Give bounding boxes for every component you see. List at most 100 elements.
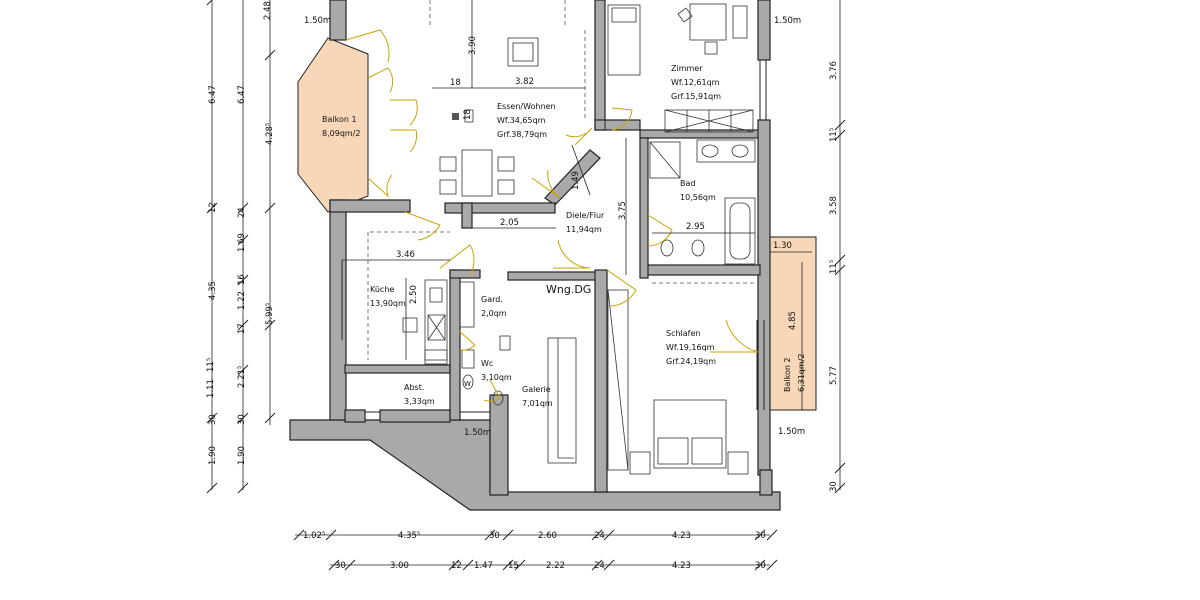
dim-382: 3.82 bbox=[515, 77, 534, 87]
left-dim: 1.90 bbox=[237, 446, 247, 465]
dim-205: 2.05 bbox=[500, 218, 519, 228]
left-dim: 1.11 bbox=[206, 379, 216, 398]
left-dim: 17 bbox=[237, 323, 247, 334]
dim-150-tl: 1.50m bbox=[304, 16, 331, 26]
right-dim: 11⁵ bbox=[829, 260, 839, 274]
schlafen-grf: Grf.24,19qm bbox=[666, 357, 716, 366]
left-dim: 12 bbox=[208, 202, 218, 213]
right-dim: 11⁵ bbox=[829, 128, 839, 142]
zimmer-wf: Wf.12,61qm bbox=[671, 78, 720, 87]
dim-485: 4.85 bbox=[788, 311, 798, 330]
bottom-dim: 1.02⁵ bbox=[303, 531, 325, 541]
gard-name: Gard. bbox=[481, 295, 503, 304]
outline-lines bbox=[289, 0, 767, 440]
wc-name: Wc bbox=[481, 359, 493, 368]
balcony-2 bbox=[769, 236, 817, 411]
right-dim: 3.76 bbox=[829, 61, 839, 80]
abst-area: 3,33qm bbox=[404, 397, 435, 406]
left-dimensions: 2.48 6.47 12 4.35 30 1.90 6.47 4.28⁵ 24 … bbox=[206, 1, 275, 465]
essen-grf: Grf.38,79qm bbox=[497, 130, 547, 139]
gard-area: 2,0qm bbox=[481, 309, 507, 318]
bottom-dim: 1.47 bbox=[474, 561, 493, 571]
dim-150-bm: 1.50m bbox=[464, 428, 491, 438]
dim-375: 3.75 bbox=[618, 201, 628, 220]
unit-label: Wng.DG bbox=[546, 283, 591, 296]
bottom-dim: 30 bbox=[755, 561, 766, 571]
bottom-dim: 4.23 bbox=[672, 561, 691, 571]
wc-w-marker: W bbox=[464, 380, 471, 388]
bad-area: 10,56qm bbox=[680, 193, 716, 202]
right-dimensions: 3.76 11⁵ 3.58 11⁵ 5.77 30 bbox=[829, 61, 839, 492]
dim-250: 2.50 bbox=[409, 285, 419, 304]
left-dim: 2.48 bbox=[263, 1, 273, 20]
diele-name: Diele/Flur bbox=[566, 211, 605, 220]
bottom-dimensions: 1.02⁵ 4.35⁵ 30 2.60 24 4.23 30 30 3.00 1… bbox=[303, 531, 766, 571]
dim-130: 1.30 bbox=[773, 241, 792, 251]
dim-18a: 18 bbox=[450, 78, 461, 88]
left-dim: 1.69 bbox=[237, 233, 247, 252]
terrace-slab bbox=[289, 419, 781, 511]
dim-390: 3.90 bbox=[468, 36, 478, 55]
furniture bbox=[402, 3, 756, 475]
left-dim: 30 bbox=[237, 414, 247, 425]
left-dim: 1.90 bbox=[208, 446, 218, 465]
bad-name: Bad bbox=[680, 179, 695, 188]
dim-150-br: 1.50m bbox=[778, 427, 805, 437]
left-dim: 5.99⁵ bbox=[265, 303, 275, 325]
right-dim: 30 bbox=[829, 481, 839, 492]
essen-wf: Wf.34,65qm bbox=[497, 116, 546, 125]
bottom-dim: 24 bbox=[594, 561, 605, 571]
balcony-1 bbox=[297, 37, 369, 213]
left-dim: 24 bbox=[237, 207, 247, 218]
door-swings bbox=[345, 29, 759, 402]
bottom-dim: 15 bbox=[508, 561, 519, 571]
kueche-area: 13,90qm bbox=[370, 299, 406, 308]
balkon1-area: 8,09qm/2 bbox=[322, 129, 360, 138]
dim-295: 2.95 bbox=[686, 222, 705, 232]
galerie-area: 7,01qm bbox=[522, 399, 553, 408]
bottom-dim: 30 bbox=[335, 561, 346, 571]
right-dim: 5.77 bbox=[829, 366, 839, 385]
essen-name: Essen/Wohnen bbox=[497, 102, 556, 111]
schlafen-name: Schlafen bbox=[666, 329, 700, 338]
walls bbox=[329, 0, 773, 496]
left-dim: 2.21⁵ bbox=[237, 366, 247, 388]
bottom-dim: 2.22 bbox=[546, 561, 565, 571]
bottom-dim: 4.23 bbox=[672, 531, 691, 541]
bottom-dim: 30 bbox=[489, 531, 500, 541]
left-dim: 4.28⁵ bbox=[265, 123, 275, 145]
left-dim: 6.47 bbox=[237, 85, 247, 104]
bottom-dim: 12 bbox=[451, 561, 462, 571]
galerie-name: Galerie bbox=[522, 385, 551, 394]
zimmer-name: Zimmer bbox=[671, 64, 703, 73]
dim-150-tr: 1.50m bbox=[774, 16, 801, 26]
bottom-dim: 3.00 bbox=[390, 561, 409, 571]
zimmer-grf: Grf.15,91qm bbox=[671, 92, 721, 101]
bottom-dim: 24 bbox=[594, 531, 605, 541]
dim-346: 3.46 bbox=[396, 250, 415, 260]
left-dim: 16 bbox=[237, 274, 247, 285]
diele-area: 11,94qm bbox=[566, 225, 602, 234]
left-dim: 11⁵ bbox=[206, 358, 216, 372]
abst-name: Abst. bbox=[404, 383, 424, 392]
dimension-lines bbox=[206, 0, 846, 571]
bottom-dim: 2.60 bbox=[538, 531, 557, 541]
right-dim: 3.58 bbox=[829, 196, 839, 215]
wc-area: 3,10qm bbox=[481, 373, 512, 382]
bottom-dim: 30 bbox=[755, 531, 766, 541]
dim-18b: 18 bbox=[463, 109, 473, 120]
left-dim: 4.35 bbox=[208, 281, 218, 300]
balkon1-name: Balkon 1 bbox=[322, 115, 357, 124]
left-dim: 6.47 bbox=[208, 85, 218, 104]
dim-149: 1.49 bbox=[571, 171, 581, 190]
left-dim: 1.22 bbox=[237, 291, 247, 310]
interior-dimensions: 1.50m 1.50m 1.50m 1.50m 3.90 3.82 18 18 … bbox=[304, 16, 805, 438]
kueche-name: Küche bbox=[370, 285, 394, 294]
left-dim: 30 bbox=[208, 414, 218, 425]
balkon2-area: 6,31qm/2 bbox=[797, 354, 806, 392]
bottom-dim: 4.35⁵ bbox=[398, 531, 420, 541]
schlafen-wf: Wf.19,16qm bbox=[666, 343, 715, 352]
room-labels: Balkon 1 8,09qm/2 Essen/Wohnen Wf.34,65q… bbox=[322, 64, 806, 408]
balkon2-name: Balkon 2 bbox=[783, 357, 792, 392]
